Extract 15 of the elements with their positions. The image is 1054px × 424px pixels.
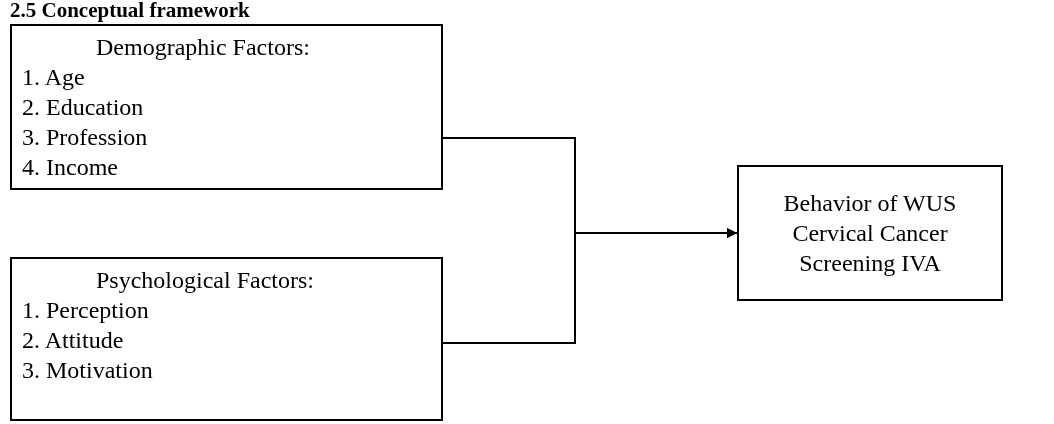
- box-text: Behavior of WUS Cervical Cancer Screening IVA: [782, 189, 958, 278]
- list-item: 4. Income: [22, 153, 118, 182]
- list-item: 3. Motivation: [22, 356, 153, 385]
- connector-arrow: [442, 228, 738, 344]
- list-item: 1. Age: [22, 63, 85, 92]
- list-item: 1. Perception: [22, 296, 149, 325]
- list-item: 2. Education: [22, 93, 144, 122]
- box-heading: Psychological Factors:: [96, 266, 314, 295]
- factor-box: [10, 257, 443, 421]
- outcome-box: [737, 165, 1003, 301]
- heading: 2.5 Conceptual framework: [10, 0, 250, 22]
- list-item: 3. Profession: [22, 123, 148, 152]
- factor-box: [10, 24, 443, 190]
- list-item: 2. Attitude: [22, 326, 124, 355]
- box-heading: Demographic Factors:: [96, 33, 310, 62]
